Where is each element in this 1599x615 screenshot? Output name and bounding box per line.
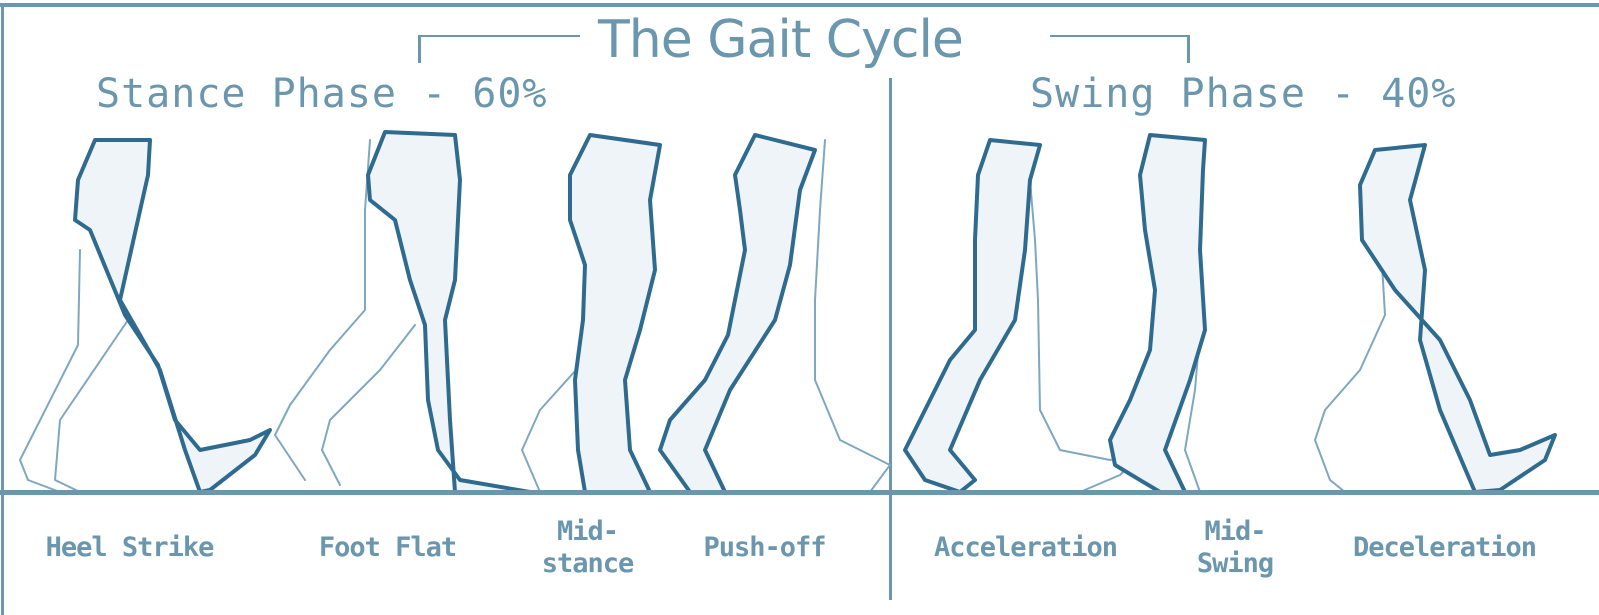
phase-divider [889, 78, 892, 600]
stage-label-text: Acceleration [933, 532, 1118, 563]
legs-svg [19, 130, 1557, 494]
stage-label-line2: Swing [1196, 548, 1274, 579]
stage-label-mid-swing: Mid- Swing [1175, 516, 1295, 580]
leg-illustrations [0, 120, 1599, 494]
leg-mid-swing [1108, 133, 1207, 494]
frame-left-border [1, 3, 4, 615]
diagram-title: The Gait Cycle [598, 10, 964, 70]
leg-foot-flat [366, 130, 532, 494]
stage-label-line1: Mid- [1204, 516, 1266, 547]
stage-label-deceleration: Deceleration [1322, 532, 1567, 564]
frame-top-border [0, 3, 1599, 7]
leg-midstance [568, 133, 662, 494]
title-bracket-right-tick [1187, 35, 1190, 63]
ground-line [0, 490, 1599, 495]
leg-acceleration [903, 138, 1042, 494]
stage-label-foot-flat: Foot Flat [300, 532, 475, 564]
stage-label-line1: Mid- [556, 516, 619, 547]
stage-labels: Heel Strike Foot Flat Mid- stance Push-o… [0, 500, 1599, 615]
leg-deceleration [1358, 143, 1557, 494]
stance-phase-heading: Stance Phase - 60% [96, 71, 548, 117]
stage-label-heel-strike: Heel Strike [22, 532, 237, 564]
title-bracket-left-tick [418, 35, 421, 63]
leg-push-off [658, 133, 817, 494]
stage-label-midstance: Mid- stance [520, 516, 655, 580]
title-bracket-right [1050, 35, 1190, 37]
stage-label-line2: stance [541, 548, 635, 579]
leg-heel-strike-back [19, 249, 81, 493]
leg-heel-strike [73, 138, 272, 494]
stage-label-text: Foot Flat [318, 532, 457, 563]
stage-label-push-off: Push-off [682, 532, 847, 564]
stage-label-text: Deceleration [1352, 532, 1537, 563]
stage-label-text: Heel Strike [45, 532, 215, 563]
swing-phase-heading: Swing Phase - 40% [1030, 71, 1457, 117]
stage-label-acceleration: Acceleration [908, 532, 1143, 564]
title-bracket-left [418, 35, 580, 37]
stage-label-text: Push-off [703, 532, 826, 563]
